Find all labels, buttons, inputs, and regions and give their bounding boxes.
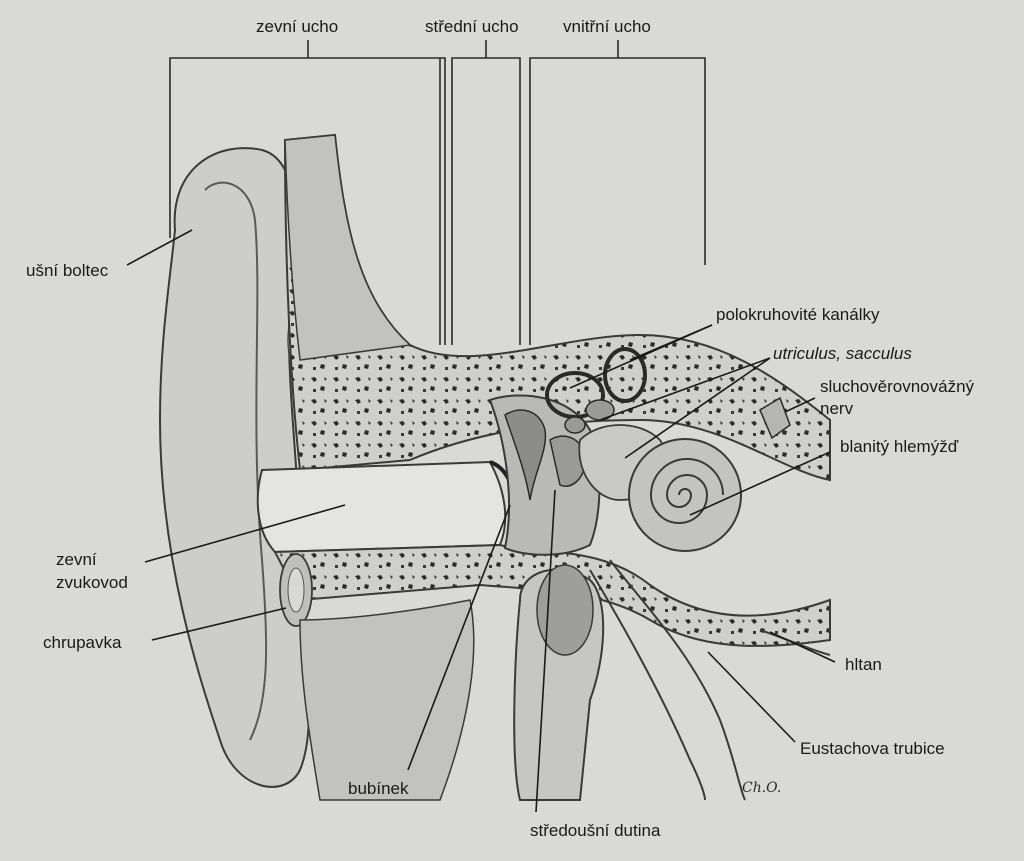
cochlea-outer — [628, 438, 742, 552]
leader-eardrum — [407, 504, 511, 771]
label-nerve-line1: sluchověrovnovážný — [820, 377, 975, 396]
section-brackets — [169, 40, 706, 345]
leader-pinna — [126, 229, 193, 266]
label-tympanic-cavity: středoušní dutina — [530, 821, 661, 840]
eustachian-tube-shape — [589, 559, 831, 801]
label-cartilage: chrupavka — [43, 633, 122, 652]
leader-pharynx — [769, 631, 836, 663]
leader-cartilage — [151, 607, 287, 641]
tympanic-cavity-shape — [488, 394, 601, 556]
label-nerve-line2: nerv — [820, 399, 854, 418]
leader-cavity — [535, 489, 556, 813]
leader-cochlea — [689, 451, 831, 516]
lower-structures — [299, 564, 605, 801]
section-outer-ear: zevní ucho — [256, 17, 339, 36]
leader-canal — [144, 504, 346, 563]
leader-lines — [126, 229, 836, 813]
leader-utriculus-1 — [599, 357, 771, 421]
leader-eustachian — [707, 651, 796, 743]
label-pinna: ušní boltec — [26, 261, 109, 280]
section-middle-ear: střední ucho — [425, 17, 519, 36]
sacculus-shape — [564, 416, 586, 434]
bracket-middle-ear — [451, 57, 521, 345]
bracket-inner-ear — [529, 57, 706, 345]
label-canal-line2: zvukovod — [56, 573, 128, 592]
nerve-shape — [759, 396, 791, 440]
label-eardrum: bubínek — [348, 779, 409, 798]
label-canal-line1: zevní — [56, 550, 97, 569]
section-inner-ear: vnitřní ucho — [563, 17, 651, 36]
inner-ear-shape — [545, 347, 791, 552]
leader-semicircular-2 — [629, 324, 713, 361]
label-eustachian-tube: Eustachova trubice — [800, 739, 945, 758]
cochlea-spiral — [649, 458, 724, 524]
label-pharynx: hltan — [845, 655, 882, 674]
semicircular-canal-2 — [603, 347, 647, 403]
malleus-shape — [504, 409, 547, 501]
signature: Ch.O. — [742, 780, 781, 796]
leader-utriculus-2 — [624, 357, 771, 459]
cartilage-shape — [279, 553, 313, 627]
label-cochlea: blanitý hlemýžď — [840, 437, 959, 456]
temporal-bone — [283, 133, 831, 482]
label-semicircular-canals: polokruhovité kanálky — [716, 305, 880, 324]
label-utriculus-sacculus: utriculus, sacculus — [773, 344, 912, 363]
leader-nerve — [784, 397, 816, 413]
